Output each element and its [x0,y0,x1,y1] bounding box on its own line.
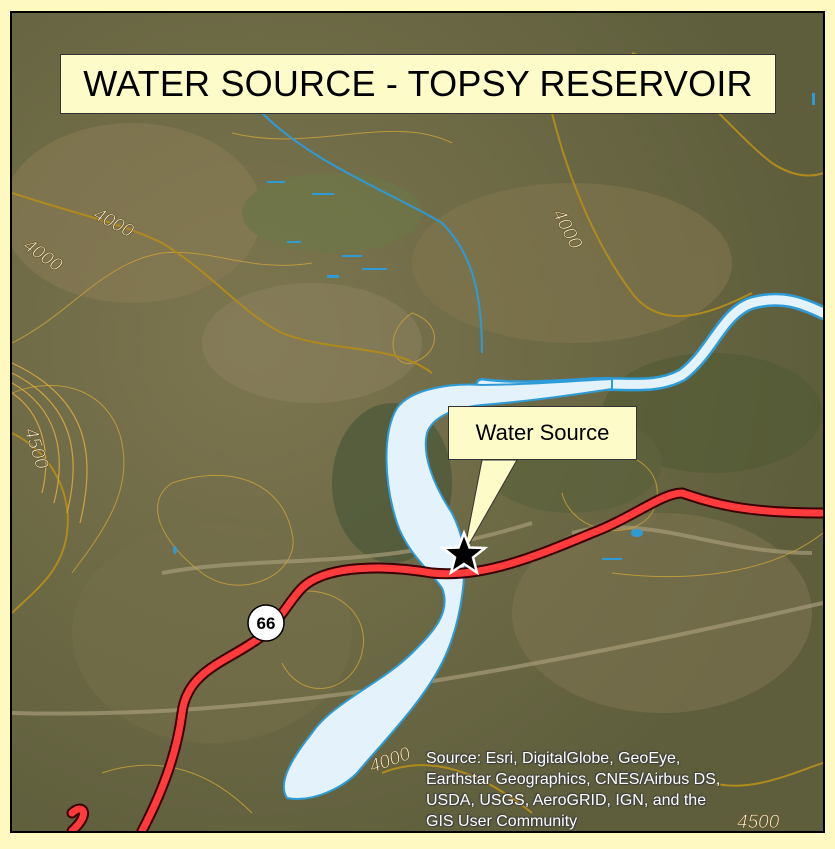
hill-contours [12,362,88,524]
attribution-line: Earthstar Geographics, CNES/Airbus DS, [426,771,721,788]
route-shield-icon[interactable]: 66 [247,604,285,642]
map-view[interactable]: 66 4000 4000 4000 4500 4000 4500 Source:… [10,11,825,833]
attribution-line: USDA, USGS, AeroGRID, IGN, and the [426,792,707,809]
star-marker-icon[interactable] [439,529,489,576]
contour-lines-minor [12,130,823,814]
ponds [173,93,815,560]
attribution-line: GIS User Community [426,813,578,830]
highway-66-fill [68,489,823,831]
contour-label: 4500 [737,812,780,831]
creek-north [261,112,483,354]
water-source-callout: Water Source [448,406,637,460]
attribution-text: Source: Esri, DigitalGlobe, GeoEye, Eart… [426,748,823,831]
map-canvas[interactable]: 66 4000 4000 4000 4500 4000 4500 [12,13,823,831]
reservoir [282,377,613,800]
attribution-line: Source: Esri, DigitalGlobe, GeoEye, [426,750,681,767]
route-number: 66 [257,614,276,633]
map-title: WATER SOURCE - TOPSY RESERVOIR [60,54,776,114]
callout-pointer [463,459,518,554]
contour-lines-major [12,52,823,814]
